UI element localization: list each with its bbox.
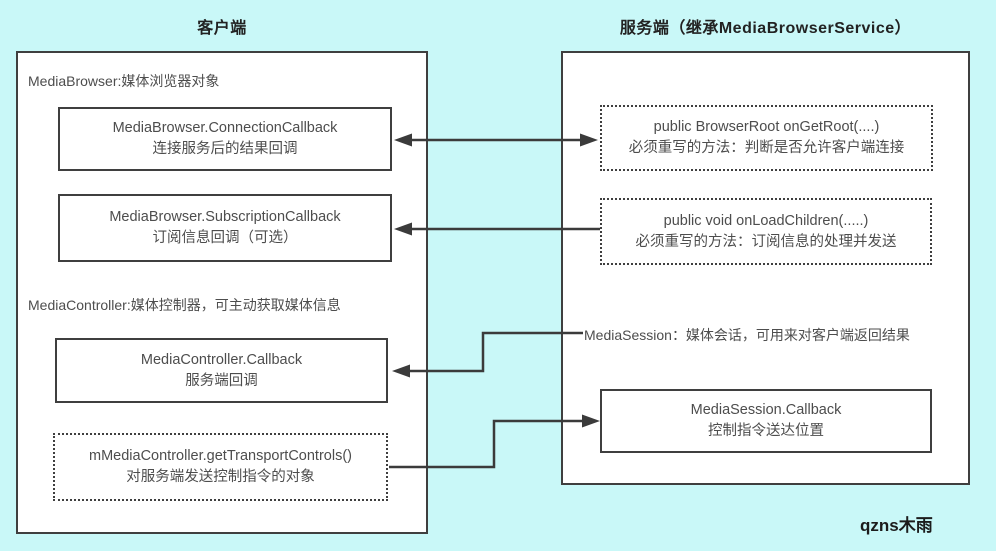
on-get-root-desc: 必须重写的方法：判断是否允许客户端连接 <box>628 140 905 156</box>
mediabrowser-section-label: MediaBrowser:媒体浏览器对象 <box>28 73 220 89</box>
subscription-callback-name: MediaBrowser.SubscriptionCallback <box>109 209 341 225</box>
session-callback-name: MediaSession.Callback <box>690 402 842 418</box>
subscription-callback-box: MediaBrowser.SubscriptionCallback 订阅信息回调… <box>58 194 392 262</box>
on-get-root-name: public BrowserRoot onGetRoot(....) <box>653 119 880 135</box>
mediacontroller-section-label: MediaController:媒体控制器，可主动获取媒体信息 <box>28 297 341 313</box>
session-callback-box: MediaSession.Callback 控制指令送达位置 <box>600 389 932 453</box>
on-load-children-name: public void onLoadChildren(.....) <box>663 212 869 229</box>
subscription-callback-desc: 订阅信息回调（可选） <box>152 230 298 246</box>
controller-callback-box: MediaController.Callback 服务端回调 <box>55 338 388 403</box>
connection-callback-name: MediaBrowser.ConnectionCallback <box>112 120 338 136</box>
controller-callback-name: MediaController.Callback <box>140 351 303 368</box>
connection-callback-box: MediaBrowser.ConnectionCallback 连接服务后的结果… <box>58 107 392 171</box>
on-load-children-desc: 必须重写的方法：订阅信息的处理并发送 <box>635 233 897 250</box>
controller-callback-desc: 服务端回调 <box>185 372 258 389</box>
transport-controls-desc: 对服务端发送控制指令的对象 <box>126 469 315 485</box>
mediasession-label: MediaSession：媒体会话，可用来对客户端返回结果 <box>582 325 912 345</box>
on-load-children-box: public void onLoadChildren(.....) 必须重写的方… <box>600 198 932 265</box>
session-callback-desc: 控制指令送达位置 <box>708 423 824 439</box>
server-panel-title: 服务端（继承MediaBrowserService） <box>619 20 912 37</box>
on-get-root-box: public BrowserRoot onGetRoot(....) 必须重写的… <box>600 105 933 171</box>
connection-callback-desc: 连接服务后的结果回调 <box>152 141 298 157</box>
client-panel-title: 客户端 <box>197 20 247 37</box>
transport-controls-name: mMediaController.getTransportControls() <box>89 448 352 464</box>
watermark: qzns木雨 <box>860 516 933 535</box>
transport-controls-box: mMediaController.getTransportControls() … <box>53 433 388 501</box>
